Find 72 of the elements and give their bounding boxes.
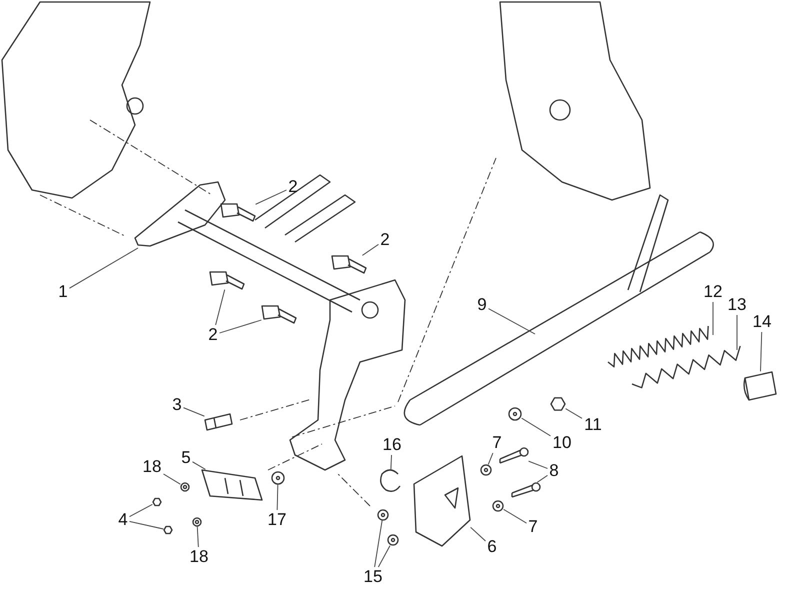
leader-line [163,474,181,485]
washer-drawing [377,509,389,521]
washer-drawing [492,500,504,512]
callout-number: 2 [208,326,218,344]
callout-number: 18 [142,458,162,476]
bushing-drawing [271,471,285,485]
leader-line [536,474,548,483]
nut-drawing [152,498,162,506]
washer-drawing [480,464,492,476]
leader-line [196,526,199,548]
leader-line [129,504,153,518]
callout-number: 13 [728,296,746,314]
spring-drawing [632,346,741,388]
callout-number: 7 [528,518,538,536]
leader-line [521,418,551,436]
nut-drawing [163,526,173,534]
callout-number: 6 [487,538,497,556]
callout-number: 10 [552,434,572,452]
leader-line [736,314,738,350]
leader-line [129,520,164,530]
washer-drawing [387,534,399,546]
bolt-drawing [261,305,297,324]
bolt-drawing [209,271,245,290]
leader-line [390,454,392,470]
nut-drawing [550,397,566,411]
cover-plate-drawing [413,455,471,547]
washer-drawing [192,517,202,527]
bolt-drawing [220,203,256,222]
callout-number: 3 [172,396,182,414]
leader-line [69,248,138,289]
callout-number: 8 [549,462,559,480]
callout-number: 7 [492,434,502,452]
leader-line [712,302,714,336]
leader-line [760,332,762,372]
callout-number: 1 [58,283,68,301]
leader-line [503,508,527,524]
bolt-drawing [331,255,367,274]
callout-number: 18 [190,548,208,566]
callout-number: 15 [364,568,382,586]
callout-number: 4 [118,511,128,529]
callout-number: 12 [704,283,722,301]
leader-line [488,452,494,465]
callout-number: 14 [752,313,772,331]
pin-drawing [204,413,233,431]
washer-drawing [180,482,190,492]
clip-drawing [380,469,400,492]
leader-line [565,408,582,419]
callout-number: 2 [380,231,390,249]
leader-line [362,244,379,256]
callout-number: 9 [477,296,487,314]
leader-line [488,308,536,334]
callout-number: 16 [382,436,402,454]
callout-number: 2 [288,178,298,196]
leader-line [219,320,262,334]
washer-drawing [508,407,522,421]
spring-drawing [608,326,709,368]
leader-line [470,526,486,542]
callout-number: 17 [268,511,286,529]
callout-number: 5 [181,449,191,467]
screw-drawing [499,447,529,464]
leader-line [276,484,278,510]
callout-number: 11 [584,416,602,434]
sleeve-drawing [743,371,777,401]
leader-line [183,407,205,417]
screw-drawing [511,482,541,498]
leader-line [374,520,383,568]
leader-line [378,545,390,568]
sensor-drawing [201,469,263,501]
leader-line [255,190,287,205]
leader-line [215,289,226,326]
leader-line [528,460,548,469]
leader-line [192,461,206,470]
